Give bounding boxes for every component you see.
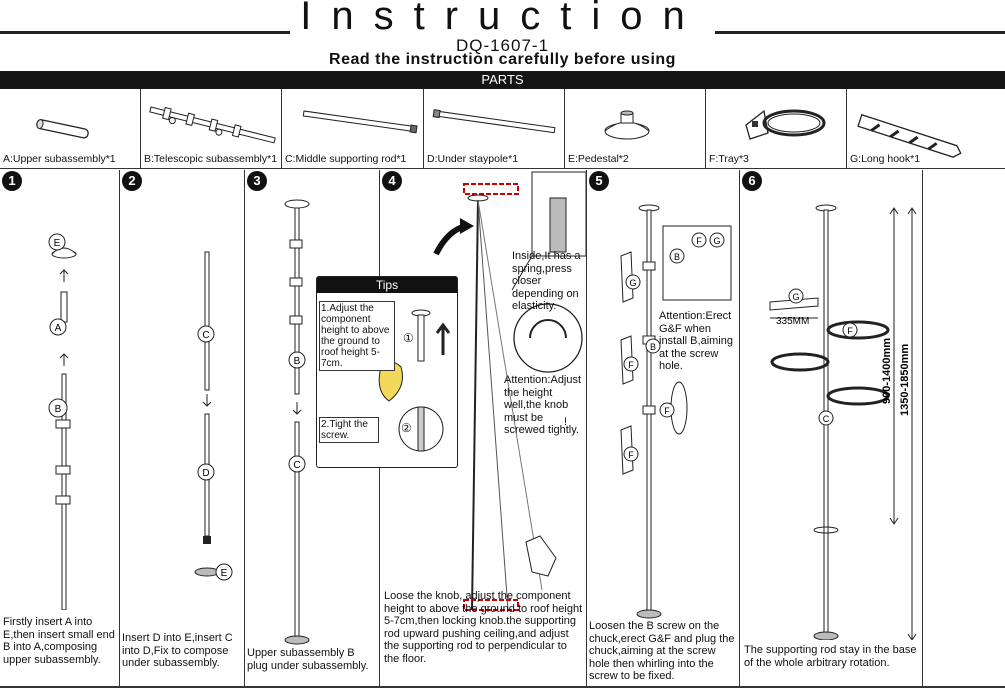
step-5-text: Loosen the B screw on the chuck,erect G&… — [589, 620, 735, 682]
callout-g: G — [713, 236, 720, 246]
step-2-text: Insert D into E,insert C into D,Fix to c… — [122, 632, 233, 669]
part-g: G:Long hook*1 — [847, 89, 1005, 169]
step-number: 1 — [2, 171, 22, 191]
telescopic-subassembly-drawing — [149, 106, 276, 144]
part-label: A:Upper subassembly*1 — [3, 153, 116, 165]
step-4-diagram — [433, 171, 586, 611]
step-2-panel: 2 C D E Insert D into E,insert C into D,… — [120, 170, 245, 686]
parts-heading: PARTS — [0, 71, 1005, 89]
callout-f: F — [628, 450, 634, 460]
step-6-diagram: G F C 335MM 900-1400mm 1350-1850mm — [769, 204, 917, 640]
pedestal-drawing — [604, 110, 650, 140]
step-5-attention: Attention:Erect G&F when install B,aimin… — [659, 310, 733, 372]
parts-row: A:Upper subassembly*1 B:Telescopic subas… — [0, 89, 1005, 169]
part-label: F:Tray*3 — [709, 153, 749, 165]
step-3-diagram: B C — [284, 199, 310, 645]
callout-c: C — [823, 414, 830, 424]
step-2-diagram: C D E — [194, 251, 233, 581]
tip-1-number: ① — [403, 331, 414, 345]
step-number: 2 — [122, 171, 142, 191]
callout-b: B — [294, 356, 301, 367]
step-4-attention-mark: ! — [564, 416, 568, 428]
step-6-text: The supporting rod stay in the base of t… — [744, 644, 917, 669]
callout-a: A — [55, 323, 62, 334]
callout-c: C — [293, 460, 300, 471]
callout-c: C — [202, 330, 209, 341]
callout-b: B — [674, 252, 680, 262]
step-4-panel: 4 Inside,It has a spring,press closer de… — [380, 170, 587, 686]
step-4-inset-note: Inside,It has a spring,press closer depe… — [512, 250, 581, 312]
step-1-text: Firstly insert A into E,then insert smal… — [3, 616, 115, 666]
callout-f: F — [628, 360, 634, 370]
step-3-text: Upper subassembly B plug under subassemb… — [247, 647, 369, 672]
part-f: F:Tray*3 — [706, 89, 847, 169]
part-label: G:Long hook*1 — [850, 153, 921, 165]
middle-rod-drawing — [302, 110, 418, 134]
step-number: 4 — [382, 171, 402, 191]
part-label: D:Under staypole*1 — [427, 153, 519, 165]
tip-2-text: 2.Tight the screw. — [319, 417, 379, 443]
under-staypole-drawing — [432, 109, 556, 134]
callout-e: E — [221, 568, 228, 579]
title-band: Instruction — [0, 0, 1005, 39]
tips-heading: Tips — [317, 277, 457, 293]
blank-panel — [923, 170, 1005, 686]
tip-2-number: ② — [401, 421, 412, 435]
callout-d: D — [202, 468, 209, 479]
part-a: A:Upper subassembly*1 — [0, 89, 141, 169]
callout-b: B — [650, 342, 656, 352]
step-3-panel: 3 B C Upper subassembly B plug under sub… — [245, 170, 380, 686]
callout-e: E — [54, 238, 61, 249]
page-subtitle: Read the instruction carefully before us… — [329, 51, 676, 68]
long-hook-drawing — [857, 113, 962, 158]
step-5-diagram: G F B F F F G B — [620, 204, 732, 619]
tips-diagram — [378, 309, 451, 452]
tray-drawing — [745, 109, 826, 140]
part-c: C:Middle supporting rod*1 — [282, 89, 424, 169]
callout-b: B — [55, 404, 62, 415]
step-6-panel: 6 G F C 335MM 900-1400mm 1350-1850mm The… — [740, 170, 923, 686]
part-e: E:Pedestal*2 — [565, 89, 706, 169]
step-number: 5 — [589, 171, 609, 191]
upper-subassembly-drawing — [36, 119, 89, 139]
model-number: DQ-1607-1 — [455, 36, 550, 55]
tip-1-text: 1.Adjust the component height to above t… — [319, 301, 395, 371]
dimension-width: 335MM — [776, 316, 809, 327]
part-d: D:Under staypole*1 — [424, 89, 565, 169]
step-1-diagram: E A B — [48, 233, 77, 610]
tips-box: Tips 1.Adjust the component height to ab… — [316, 276, 458, 468]
step-5-panel: 5 G F B F F F G B Attention:Erect G&F wh… — [587, 170, 740, 686]
step-4-attention: Attention:Adjust the height well,the kno… — [504, 374, 582, 436]
part-b: B:Telescopic subassembly*1 — [141, 89, 282, 169]
step-1-panel: 1 E A B Firstly insert A into E,then ins… — [0, 170, 120, 686]
callout-f: F — [847, 326, 853, 336]
step-number: 3 — [247, 171, 267, 191]
step-4-text: Loose the knob, adjust the component hei… — [384, 590, 583, 665]
dimension-height-inner: 900-1400mm — [881, 338, 893, 404]
callout-g: G — [629, 278, 636, 288]
part-label: B:Telescopic subassembly*1 — [144, 153, 278, 165]
part-label: C:Middle supporting rod*1 — [285, 153, 407, 165]
step-number: 6 — [742, 171, 762, 191]
bottom-rule — [0, 686, 1005, 688]
dimension-height-outer: 1350-1850mm — [899, 344, 911, 416]
callout-g: G — [792, 292, 799, 302]
page-title: Instruction — [0, 0, 1005, 39]
callout-f: F — [664, 406, 670, 416]
part-label: E:Pedestal*2 — [568, 153, 629, 165]
callout-f: F — [696, 236, 702, 246]
